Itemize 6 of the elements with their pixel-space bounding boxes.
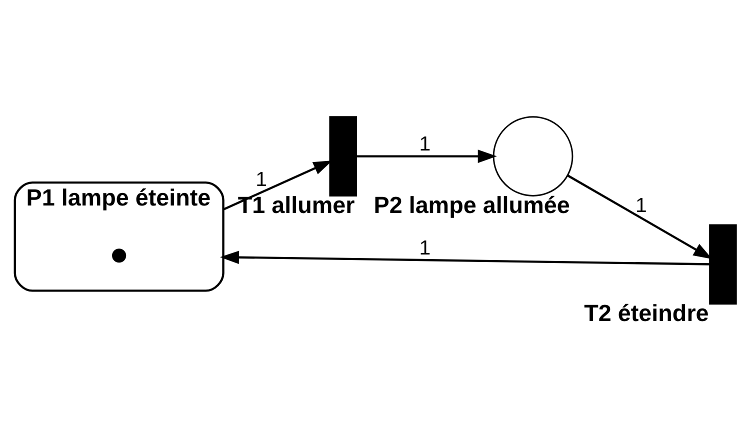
edge-label: 1 [256, 167, 267, 190]
node-label: P2 lampe allumée [374, 191, 570, 218]
node-label: T2 éteindre [584, 300, 709, 326]
edge-label: 1 [419, 132, 431, 156]
edge-label: 1 [419, 236, 431, 259]
edge-label: 1 [635, 194, 647, 217]
